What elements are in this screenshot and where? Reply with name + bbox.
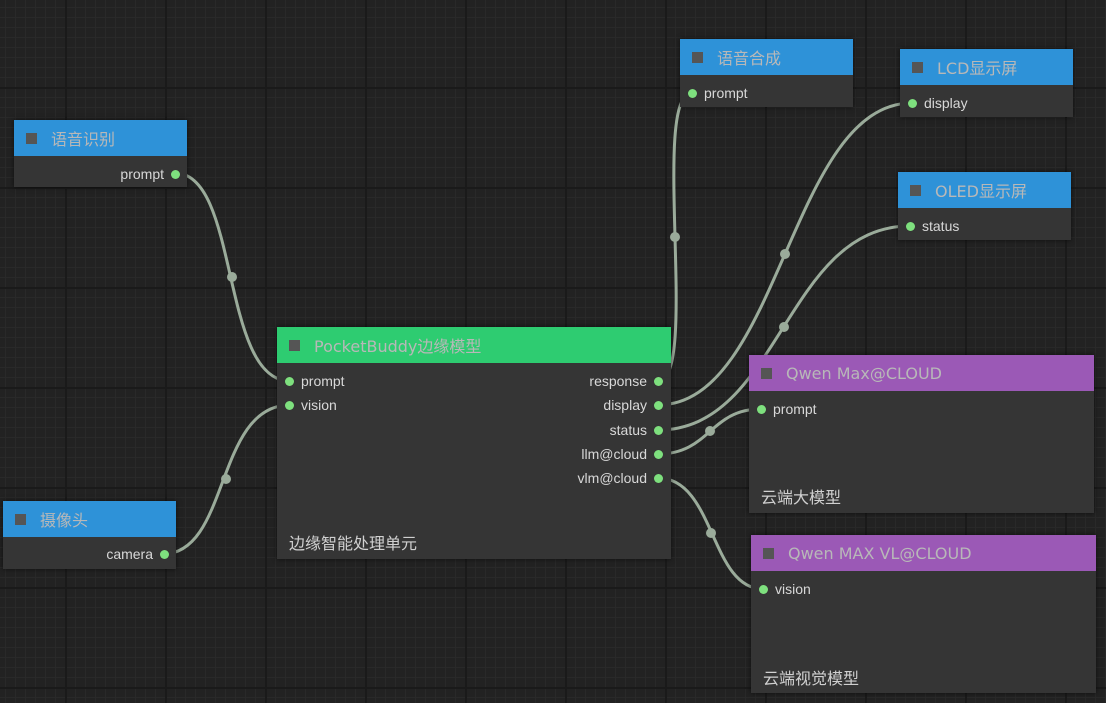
input-port-vision[interactable]: vision bbox=[759, 580, 811, 598]
link-midpoint-handle bbox=[227, 272, 237, 282]
input-port-prompt[interactable]: prompt bbox=[285, 372, 345, 390]
node-lcd-title[interactable]: LCD显示屏 bbox=[900, 49, 1073, 85]
port-dot-icon[interactable] bbox=[285, 400, 294, 410]
link-asr-to-edge-prompt bbox=[174, 171, 291, 383]
output-port-llm-cloud[interactable]: llm@cloud bbox=[581, 445, 663, 463]
collapse-toggle-icon[interactable] bbox=[910, 184, 921, 196]
collapse-toggle-icon[interactable] bbox=[15, 513, 26, 525]
node-description: 云端视觉模型 bbox=[763, 669, 860, 688]
port-dot-icon[interactable] bbox=[654, 449, 663, 459]
port-label: status bbox=[609, 422, 647, 438]
port-dot-icon[interactable] bbox=[688, 88, 697, 98]
link-midpoint-handle bbox=[221, 474, 231, 484]
node-camera[interactable]: 摄像头 camera bbox=[3, 501, 176, 569]
collapse-toggle-icon[interactable] bbox=[763, 547, 774, 559]
node-title-text: PocketBuddy边缘模型 bbox=[314, 337, 482, 356]
node-title-text: OLED显示屏 bbox=[935, 182, 1027, 201]
link-camera-to-edge-vision bbox=[162, 403, 291, 556]
node-qwen-vl-title[interactable]: Qwen MAX VL@CLOUD bbox=[751, 535, 1096, 571]
link-midpoint-handle bbox=[706, 528, 716, 538]
node-description: 边缘智能处理单元 bbox=[289, 534, 418, 553]
output-port-vlm-cloud[interactable]: vlm@cloud bbox=[578, 469, 663, 487]
input-port-status[interactable]: status bbox=[906, 217, 959, 235]
node-oled[interactable]: OLED显示屏 status bbox=[898, 172, 1071, 240]
output-port-display[interactable]: display bbox=[603, 396, 663, 414]
port-label: prompt bbox=[301, 373, 345, 389]
node-title-text: LCD显示屏 bbox=[937, 59, 1018, 78]
output-port-camera[interactable]: camera bbox=[106, 545, 169, 563]
node-title-text: Qwen MAX VL@CLOUD bbox=[788, 543, 972, 563]
port-dot-icon[interactable] bbox=[906, 221, 915, 231]
port-dot-icon[interactable] bbox=[759, 584, 768, 594]
input-port-display[interactable]: display bbox=[908, 94, 968, 112]
node-lcd[interactable]: LCD显示屏 display bbox=[900, 49, 1073, 117]
port-label: display bbox=[603, 397, 647, 413]
node-edge-model-title[interactable]: PocketBuddy边缘模型 bbox=[277, 327, 671, 363]
port-label: vlm@cloud bbox=[577, 470, 647, 486]
collapse-toggle-icon[interactable] bbox=[912, 61, 923, 73]
collapse-toggle-icon[interactable] bbox=[289, 339, 300, 351]
link-midpoint-handle bbox=[779, 322, 789, 332]
port-label: vision bbox=[775, 581, 811, 597]
port-label: response bbox=[589, 373, 647, 389]
node-edge-model[interactable]: PocketBuddy边缘模型 prompt vision response d… bbox=[277, 327, 671, 559]
port-dot-icon[interactable] bbox=[654, 425, 663, 435]
output-port-response[interactable]: response bbox=[589, 372, 663, 390]
link-edge-llm-to-qwen-max bbox=[657, 407, 762, 456]
input-port-prompt[interactable]: prompt bbox=[688, 84, 748, 102]
node-qwen-max-title[interactable]: Qwen Max@CLOUD bbox=[749, 355, 1094, 391]
node-description: 云端大模型 bbox=[761, 488, 842, 507]
node-title-text: 摄像头 bbox=[40, 511, 89, 530]
port-label: prompt bbox=[773, 401, 817, 417]
input-port-prompt[interactable]: prompt bbox=[757, 400, 817, 418]
port-label: vision bbox=[301, 397, 337, 413]
node-oled-title[interactable]: OLED显示屏 bbox=[898, 172, 1071, 208]
output-port-status[interactable]: status bbox=[610, 421, 663, 439]
port-dot-icon[interactable] bbox=[285, 376, 294, 386]
port-dot-icon[interactable] bbox=[757, 404, 766, 414]
port-label: prompt bbox=[704, 85, 748, 101]
port-label: camera bbox=[106, 546, 153, 562]
node-tts[interactable]: 语音合成 prompt bbox=[680, 39, 853, 107]
port-dot-icon[interactable] bbox=[654, 473, 663, 483]
node-asr[interactable]: 语音识别 prompt bbox=[14, 120, 187, 187]
link-midpoint-handle bbox=[705, 426, 715, 436]
port-label: display bbox=[924, 95, 968, 111]
port-label: status bbox=[922, 218, 960, 234]
input-port-vision[interactable]: vision bbox=[285, 396, 337, 414]
node-title-text: 语音合成 bbox=[717, 49, 782, 68]
node-asr-title[interactable]: 语音识别 bbox=[14, 120, 187, 156]
node-qwen-vl[interactable]: Qwen MAX VL@CLOUD vision 云端视觉模型 bbox=[751, 535, 1096, 693]
node-title-text: 语音识别 bbox=[51, 130, 116, 149]
port-dot-icon[interactable] bbox=[654, 376, 663, 386]
node-camera-title[interactable]: 摄像头 bbox=[3, 501, 176, 537]
collapse-toggle-icon[interactable] bbox=[761, 367, 772, 379]
output-port-prompt[interactable]: prompt bbox=[120, 165, 180, 183]
node-title-text: Qwen Max@CLOUD bbox=[786, 363, 942, 383]
collapse-toggle-icon[interactable] bbox=[26, 132, 37, 144]
port-dot-icon[interactable] bbox=[160, 549, 169, 559]
link-midpoint-handle bbox=[670, 232, 680, 242]
port-dot-icon[interactable] bbox=[654, 400, 663, 410]
port-label: llm@cloud bbox=[581, 446, 647, 462]
node-tts-title[interactable]: 语音合成 bbox=[680, 39, 853, 75]
port-label: prompt bbox=[120, 166, 164, 182]
node-qwen-max[interactable]: Qwen Max@CLOUD prompt 云端大模型 bbox=[749, 355, 1094, 513]
link-midpoint-handle bbox=[780, 249, 790, 259]
link-edge-vlm-to-qwen-vl bbox=[657, 476, 764, 591]
port-dot-icon[interactable] bbox=[908, 98, 917, 108]
port-dot-icon[interactable] bbox=[171, 169, 180, 179]
collapse-toggle-icon[interactable] bbox=[692, 51, 703, 63]
